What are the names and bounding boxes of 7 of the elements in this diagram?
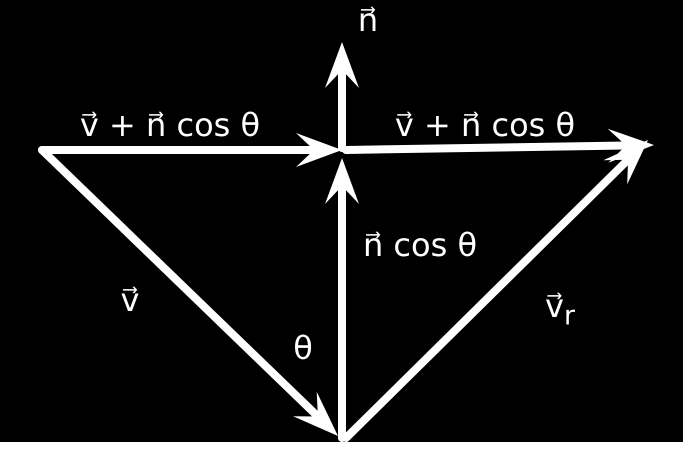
vector-label: v⃗ + n⃗ cos θ <box>394 109 576 141</box>
vector-label: v⃗ + n⃗ cos θ <box>80 109 260 141</box>
vector-label: v⃗$_{r}$ <box>545 290 575 330</box>
angle-label: θ <box>293 332 313 364</box>
vector-label: n⃗ cos θ <box>362 229 478 261</box>
vector-label: n⃗ <box>358 4 378 36</box>
vector-label: v⃗ <box>120 284 140 316</box>
